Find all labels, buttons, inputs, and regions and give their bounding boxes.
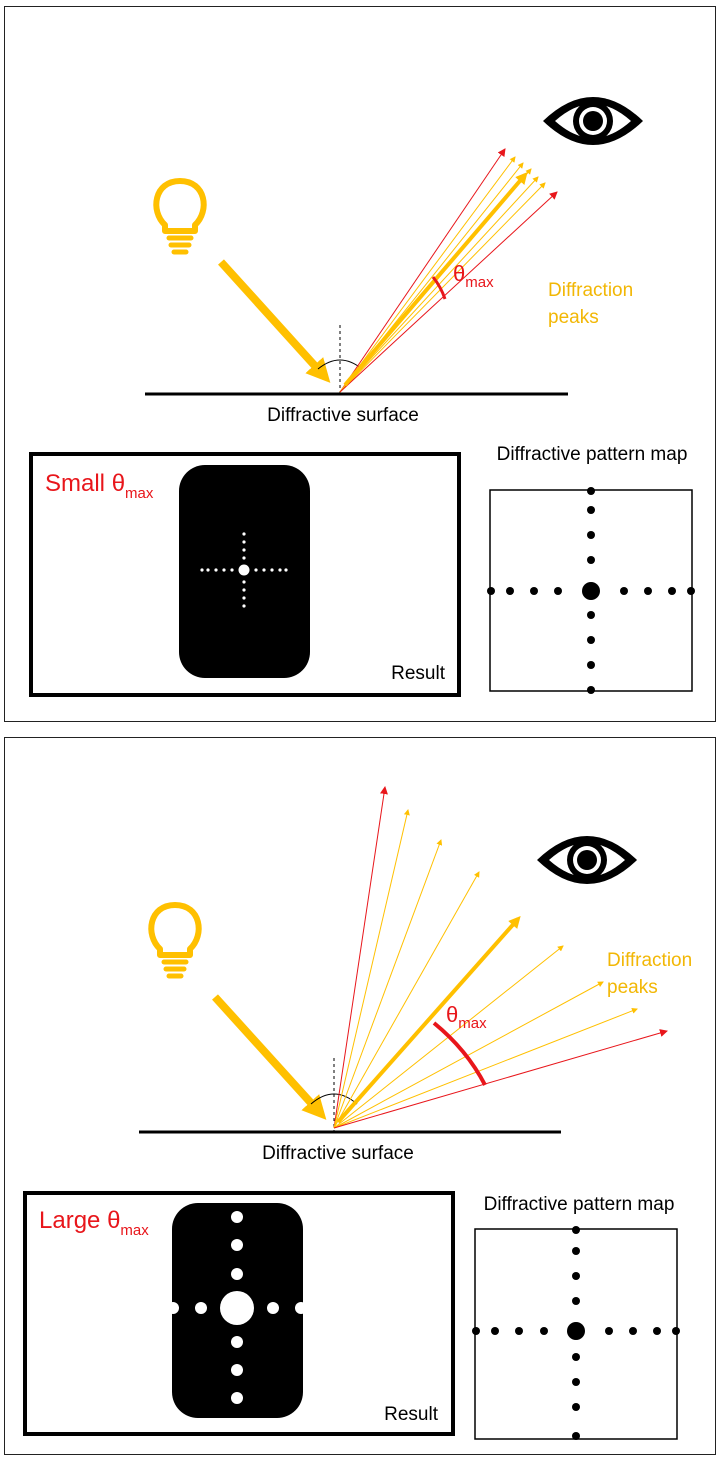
theta-max-label: θmax xyxy=(446,1002,487,1032)
eye-icon xyxy=(537,836,637,884)
diffraction-peaks-label: Diffraction xyxy=(548,280,633,301)
result-label: Result xyxy=(384,1404,439,1425)
pattern-map-title: Diffractive pattern map xyxy=(497,444,688,465)
diffraction-rays xyxy=(333,786,668,1129)
panel-large-theta: θmax Diffraction peaks Diffractive surfa… xyxy=(4,737,716,1455)
result-box xyxy=(29,452,461,697)
small-pattern xyxy=(200,532,288,608)
diffractive-surface-label: Diffractive surface xyxy=(267,405,419,426)
lightbulb-icon xyxy=(148,902,202,979)
incidence-angle-arc xyxy=(317,359,363,370)
diffractive-surface-label: Diffractive surface xyxy=(262,1143,414,1164)
diffraction-peaks-label-line2: peaks xyxy=(548,307,599,328)
diffraction-rays xyxy=(339,148,558,393)
incident-beam xyxy=(212,994,327,1120)
theta-max-label: θmax xyxy=(453,261,494,291)
pattern-map-title: Diffractive pattern map xyxy=(484,1194,675,1215)
incidence-angle-arc xyxy=(310,1093,358,1105)
theta-max-arc xyxy=(431,276,447,300)
result-title: Small θmax xyxy=(45,470,154,502)
eye-icon xyxy=(543,97,643,145)
result-box xyxy=(23,1191,455,1436)
result-title: Large θmax xyxy=(39,1207,149,1239)
diagram-small: θmax Diffraction peaks Diffractive surfa… xyxy=(29,97,695,697)
result-label: Result xyxy=(391,663,446,684)
diffraction-peaks-label-line2: peaks xyxy=(607,977,658,998)
diffraction-peaks-label: Diffraction xyxy=(607,950,692,971)
pattern-map-dots xyxy=(472,1226,680,1440)
lightbulb-icon xyxy=(153,178,207,255)
pattern-map-dots xyxy=(487,487,695,694)
diagram-large: θmax Diffraction peaks Diffractive surfa… xyxy=(23,786,692,1440)
theta-max-arc xyxy=(432,1021,487,1086)
panel-small-theta: θmax Diffraction peaks Diffractive surfa… xyxy=(4,6,716,722)
incident-beam xyxy=(218,259,331,383)
large-pattern xyxy=(167,1211,307,1404)
